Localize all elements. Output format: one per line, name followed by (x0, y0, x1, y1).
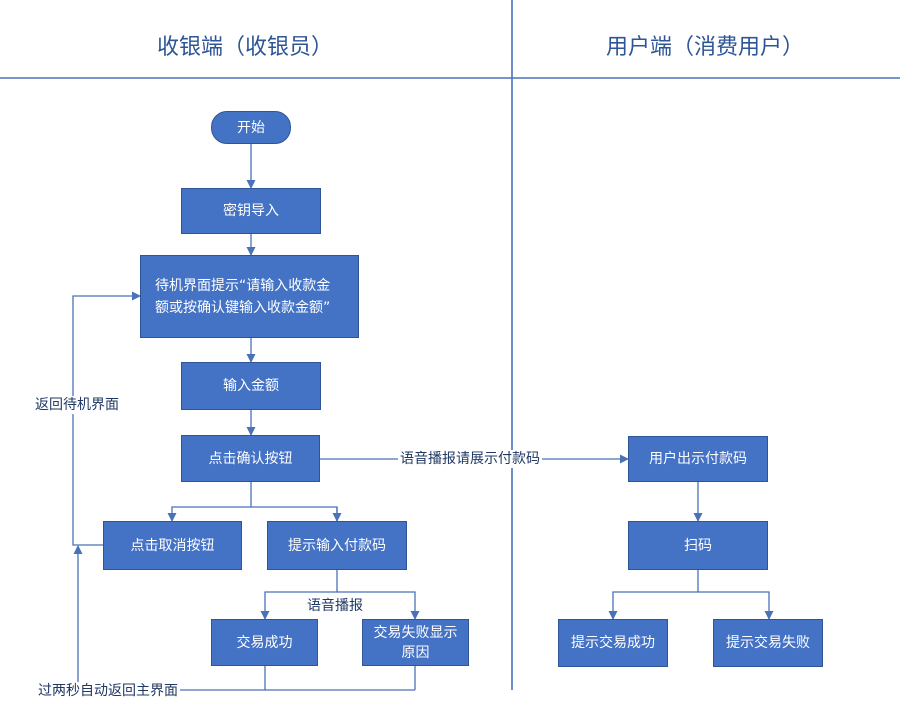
edge-label-voice-show-code: 语音播报请展示付款码 (398, 450, 542, 468)
node-start: 开始 (211, 111, 291, 144)
standby-line-1: 待机界面提示“请输入收款金 (155, 277, 331, 294)
node-scan: 扫码 (628, 521, 768, 570)
node-trade-success: 交易成功 (211, 619, 318, 666)
edge-label-auto-return: 过两秒自动返回主界面 (36, 682, 180, 700)
branch-confirm-prompt (251, 506, 338, 521)
edge-label-voice-broadcast: 语音播报 (305, 597, 365, 615)
node-standby-prompt: 待机界面提示“请输入收款金 额或按确认键输入收款金额” (140, 255, 359, 338)
branch-confirm-cancel (167, 482, 252, 522)
branch-scan-fail (698, 591, 774, 620)
trade-fail-line-1: 交易失败显示 (373, 624, 458, 641)
node-prompt-success: 提示交易成功 (558, 619, 668, 667)
trade-fail-line-2: 原因 (401, 644, 430, 661)
node-prompt-pay-code: 提示输入付款码 (267, 521, 407, 570)
standby-line-2: 额或按确认键输入收款金额” (155, 299, 331, 316)
node-prompt-fail: 提示交易失败 (713, 619, 823, 667)
node-click-cancel: 点击取消按钮 (103, 521, 242, 570)
branch-prompt-fail (337, 591, 420, 620)
node-key-import: 密钥导入 (181, 188, 321, 234)
edge-label-back-standby: 返回待机界面 (33, 396, 121, 414)
lane-title-cashier: 收银端（收银员） (156, 35, 333, 60)
lane-title-user: 用户端（消费用户） (605, 35, 804, 60)
node-trade-fail: 交易失败显示 原因 (362, 619, 469, 666)
branch-scan-success (608, 570, 699, 620)
node-input-amount: 输入金额 (181, 362, 321, 410)
node-user-show-code: 用户出示付款码 (628, 436, 768, 482)
branch-prompt-results (260, 570, 338, 620)
loop-cancel-to-standby (72, 291, 141, 546)
node-click-confirm: 点击确认按钮 (181, 435, 320, 482)
